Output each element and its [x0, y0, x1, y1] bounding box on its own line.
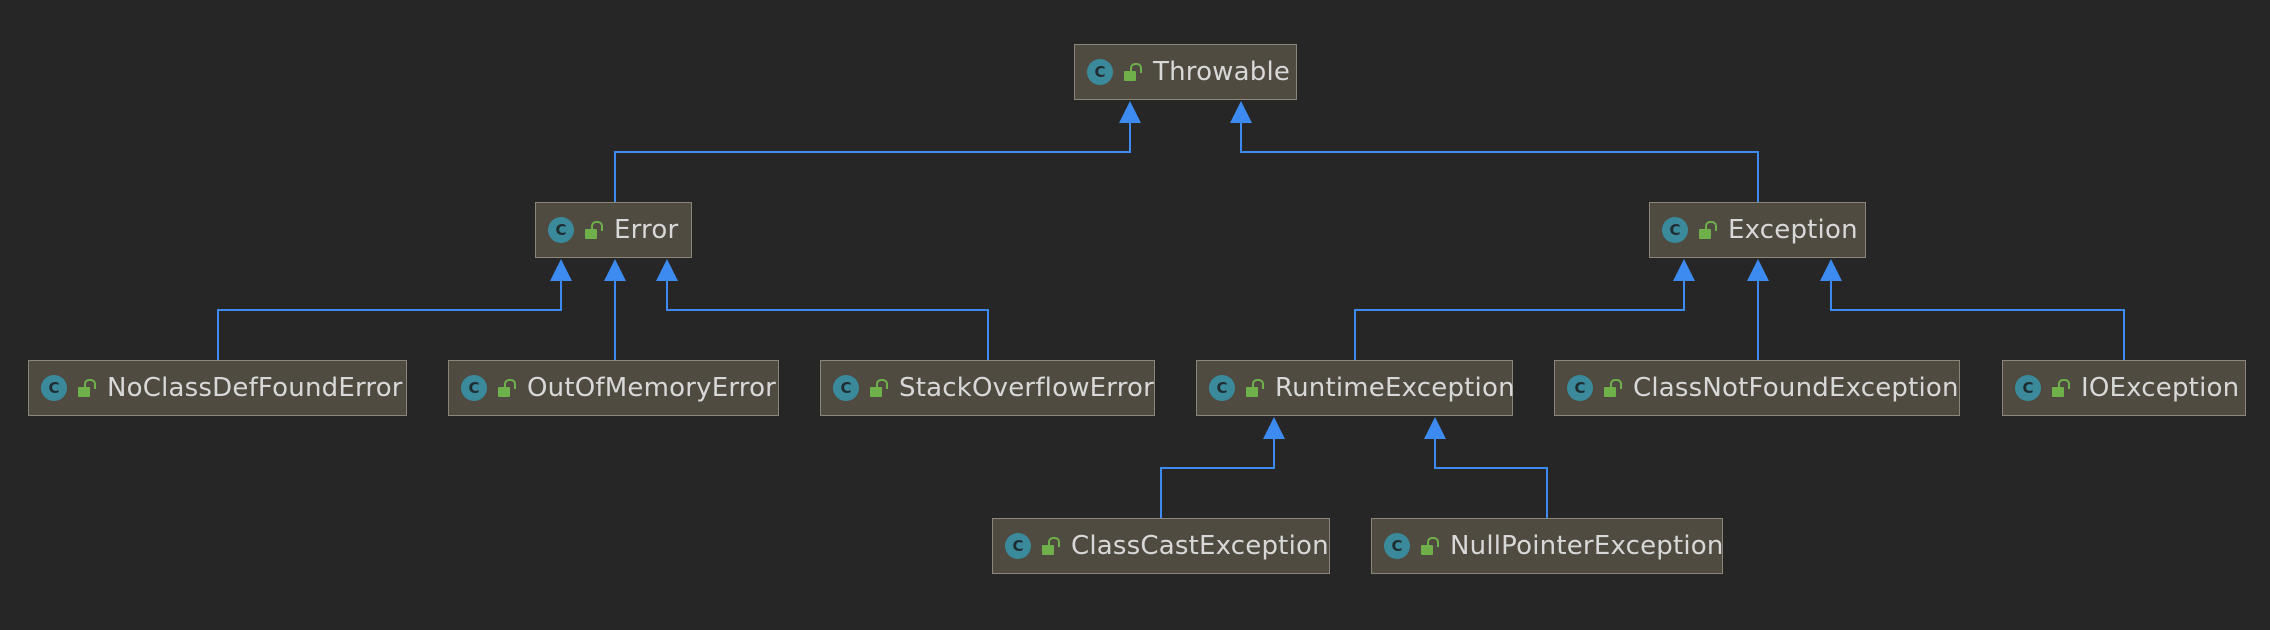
inheritance-arrowhead [1230, 101, 1252, 123]
class-icon: C [2015, 375, 2041, 401]
inheritance-arrowhead [1673, 259, 1695, 281]
class-icon: C [1209, 375, 1235, 401]
node-nullpointerexception[interactable]: C NullPointerException [1371, 518, 1723, 574]
edge-error-to-throwable [614, 123, 1131, 202]
public-lock-icon [867, 376, 889, 400]
edge-stackoverflowerror-to-error [666, 281, 989, 360]
class-icon: C [1005, 533, 1031, 559]
node-exception[interactable]: C Exception [1649, 202, 1866, 258]
inheritance-arrowhead [656, 259, 678, 281]
node-label: Exception [1728, 215, 1858, 245]
node-classnotfoundexception[interactable]: C ClassNotFoundException [1554, 360, 1960, 416]
public-lock-icon [1601, 376, 1623, 400]
public-lock-icon [75, 376, 97, 400]
public-lock-icon [1243, 376, 1265, 400]
class-icon: C [1662, 217, 1688, 243]
class-icon: C [461, 375, 487, 401]
inheritance-arrowhead [604, 259, 626, 281]
class-icon: C [1087, 59, 1113, 85]
public-lock-icon [1121, 60, 1143, 84]
node-throwable[interactable]: C Throwable [1074, 44, 1297, 100]
class-icon: C [548, 217, 574, 243]
class-icon: C [833, 375, 859, 401]
public-lock-icon [582, 218, 604, 242]
class-icon: C [1384, 533, 1410, 559]
node-label: StackOverflowError [899, 373, 1155, 403]
node-label: RuntimeException [1275, 373, 1515, 403]
node-runtimeexception[interactable]: C RuntimeException [1196, 360, 1515, 416]
public-lock-icon [495, 376, 517, 400]
edge-nullpointerexception-to-runtimeexception [1434, 439, 1548, 518]
node-label: Throwable [1153, 57, 1291, 87]
public-lock-icon [1039, 534, 1061, 558]
inheritance-arrowhead [1424, 417, 1446, 439]
edge-runtimeexception-to-exception [1354, 281, 1685, 360]
inheritance-arrowhead [1263, 417, 1285, 439]
node-label: IOException [2081, 373, 2240, 403]
node-noclassdeffounderror[interactable]: C NoClassDefFoundError [28, 360, 407, 416]
public-lock-icon [1418, 534, 1440, 558]
node-label: ClassCastException [1071, 531, 1329, 561]
node-label: OutOfMemoryError [527, 373, 777, 403]
node-classcastexception[interactable]: C ClassCastException [992, 518, 1330, 574]
node-ioexception[interactable]: C IOException [2002, 360, 2246, 416]
class-icon: C [41, 375, 67, 401]
edge-exception-to-throwable [1240, 123, 1759, 202]
inheritance-arrowhead [1119, 101, 1141, 123]
node-label: NoClassDefFoundError [107, 373, 403, 403]
inheritance-arrowhead [1820, 259, 1842, 281]
inheritance-arrowhead [1747, 259, 1769, 281]
node-stackoverflowerror[interactable]: C StackOverflowError [820, 360, 1155, 416]
node-label: ClassNotFoundException [1633, 373, 1959, 403]
edge-classcastexception-to-runtimeexception [1160, 439, 1275, 518]
edge-noclassdeffounderror-to-error [217, 281, 562, 360]
node-label: NullPointerException [1450, 531, 1724, 561]
inheritance-arrowhead [550, 259, 572, 281]
edge-ioexception-to-exception [1830, 281, 2125, 360]
node-outofmemoryerror[interactable]: C OutOfMemoryError [448, 360, 779, 416]
public-lock-icon [2049, 376, 2071, 400]
node-label: Error [614, 215, 679, 245]
public-lock-icon [1696, 218, 1718, 242]
node-error[interactable]: C Error [535, 202, 692, 258]
class-icon: C [1567, 375, 1593, 401]
